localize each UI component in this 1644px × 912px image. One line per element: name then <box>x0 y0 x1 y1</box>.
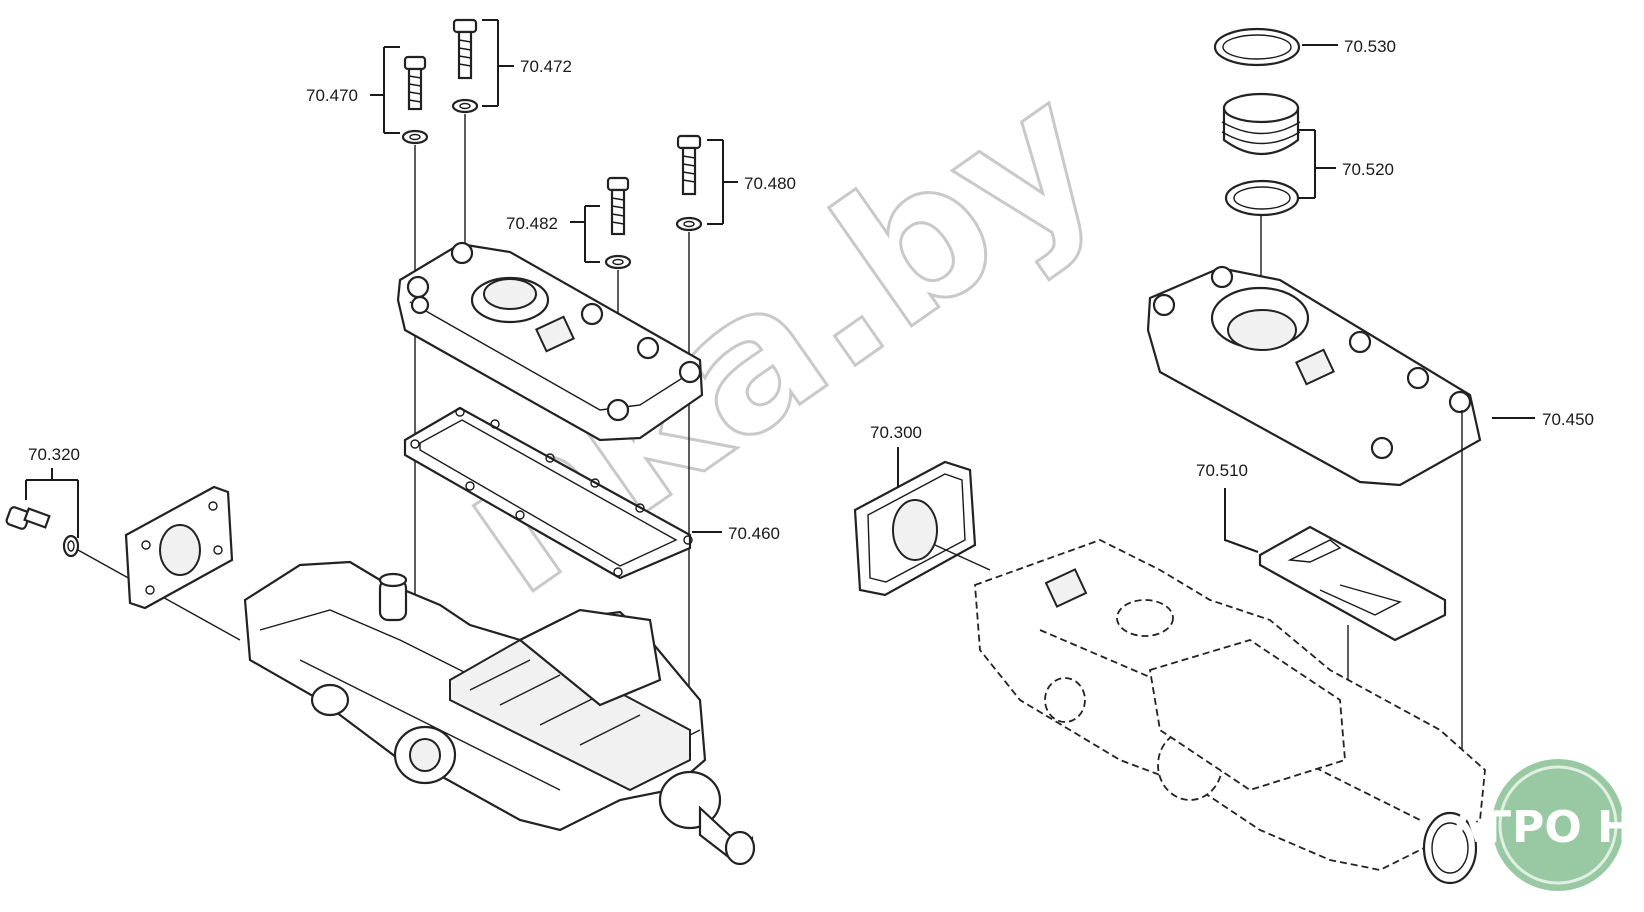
callout-70300: 70.300 <box>870 423 922 442</box>
logo-text: ΛΓΡΟ НКΛ <box>1450 802 1644 853</box>
callout-leaders <box>25 19 1535 553</box>
brand-logo: ΛΓΡΟ НКΛ <box>1450 759 1644 891</box>
callout-70482: 70.482 <box>506 214 558 233</box>
bolt-70482 <box>604 176 632 270</box>
flange-70300 <box>853 460 991 597</box>
housing-left <box>243 560 756 866</box>
flange-plate-left <box>124 485 234 610</box>
callout-70470: 70.470 <box>306 86 358 105</box>
plug-70520 <box>1221 92 1301 300</box>
housing-right-ghost <box>974 539 1486 885</box>
bolt-70472 <box>451 18 479 114</box>
callout-70530: 70.530 <box>1344 37 1396 56</box>
top-cover-right <box>1146 265 1482 760</box>
callout-70450: 70.450 <box>1542 410 1594 429</box>
callout-70480: 70.480 <box>744 174 796 193</box>
logo-circle <box>1492 759 1624 891</box>
callout-70510: 70.510 <box>1196 461 1248 480</box>
top-cover-left <box>396 241 704 442</box>
callout-labels: 70.320 70.470 70.472 70.482 70.480 70.46… <box>28 37 1594 543</box>
callout-70320: 70.320 <box>28 445 80 464</box>
callout-70460: 70.460 <box>728 524 780 543</box>
bolt-70480 <box>675 134 703 232</box>
callout-70520: 70.520 <box>1342 160 1394 179</box>
callout-70472: 70.472 <box>520 57 572 76</box>
gasket-70460 <box>403 406 693 580</box>
bolt-70470 <box>401 55 429 145</box>
snap-ring-70530 <box>1213 27 1301 67</box>
